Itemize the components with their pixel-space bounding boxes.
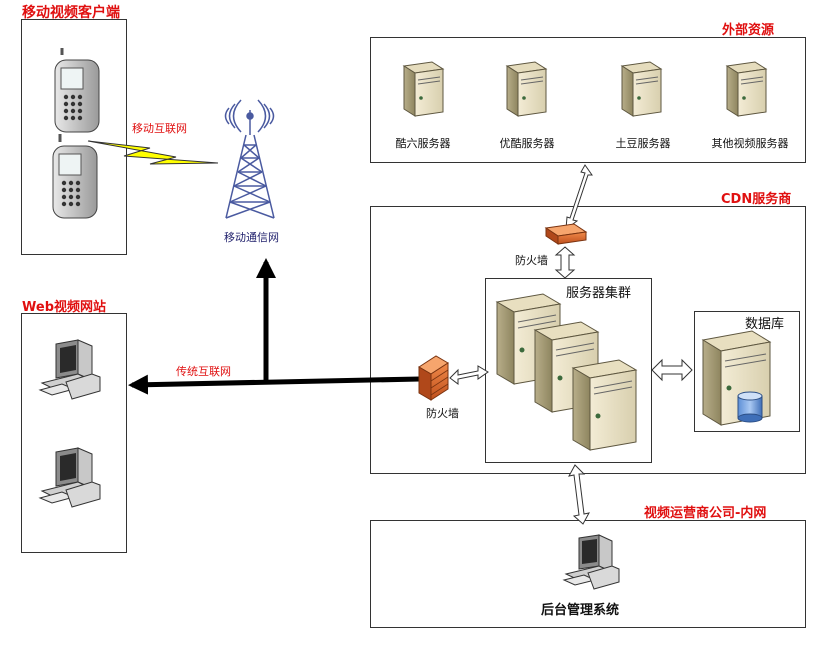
firewall-icon xyxy=(544,223,588,245)
external-server-icon xyxy=(402,61,445,117)
web-site-title: Web视频网站 xyxy=(22,300,106,315)
external-server-label: 酷六服务器 xyxy=(395,137,451,150)
external-server-label: 优酷服务器 xyxy=(499,137,555,150)
mobile-phone-icon xyxy=(54,48,100,133)
mobile-phone-icon xyxy=(52,134,98,219)
external-server-icon xyxy=(620,61,663,117)
traditional-internet-line xyxy=(128,374,421,395)
external-server-label: 其他视频服务器 xyxy=(711,137,789,150)
database-server-icon xyxy=(701,330,772,426)
double-arrow-external-cdn xyxy=(565,164,593,231)
external-resources-title: 外部资源 xyxy=(722,23,775,38)
traditional-internet-label: 传统互联网 xyxy=(176,365,231,378)
admin-system-label: 后台管理系统 xyxy=(540,603,620,618)
admin-computer-icon xyxy=(562,534,620,590)
double-arrow-cluster-database xyxy=(651,358,693,382)
external-server-icon xyxy=(725,61,768,117)
double-arrow-firewall-cluster xyxy=(554,246,576,279)
firewall-left-label: 防火墙 xyxy=(426,407,459,420)
double-arrow-firewall-left xyxy=(449,365,489,385)
firewall-top-label: 防火墙 xyxy=(515,254,548,267)
external-server-icon xyxy=(505,61,548,117)
desktop-computer-icon xyxy=(38,447,101,508)
server-cluster-title: 服务器集群 xyxy=(566,286,632,301)
desktop-computer-icon xyxy=(38,339,101,400)
cell-tower-icon xyxy=(224,99,275,219)
mobile-network-label: 移动通信网 xyxy=(224,231,279,244)
cluster-server-icon xyxy=(571,359,638,451)
database-cylinder-icon xyxy=(737,391,763,423)
external-server-label: 土豆服务器 xyxy=(615,137,671,150)
internal-network-title: 视频运营商公司-内网 xyxy=(644,506,767,521)
double-arrow-cdn-internal xyxy=(568,464,590,525)
mobile-internet-label: 移动互联网 xyxy=(132,122,187,135)
mobile-client-title: 移动视频客户端 xyxy=(22,5,120,21)
firewall-icon xyxy=(418,355,449,401)
database-title: 数据库 xyxy=(745,317,785,332)
wireless-lightning-icon xyxy=(87,140,219,165)
cdn-title: CDN服务商 xyxy=(721,192,792,207)
